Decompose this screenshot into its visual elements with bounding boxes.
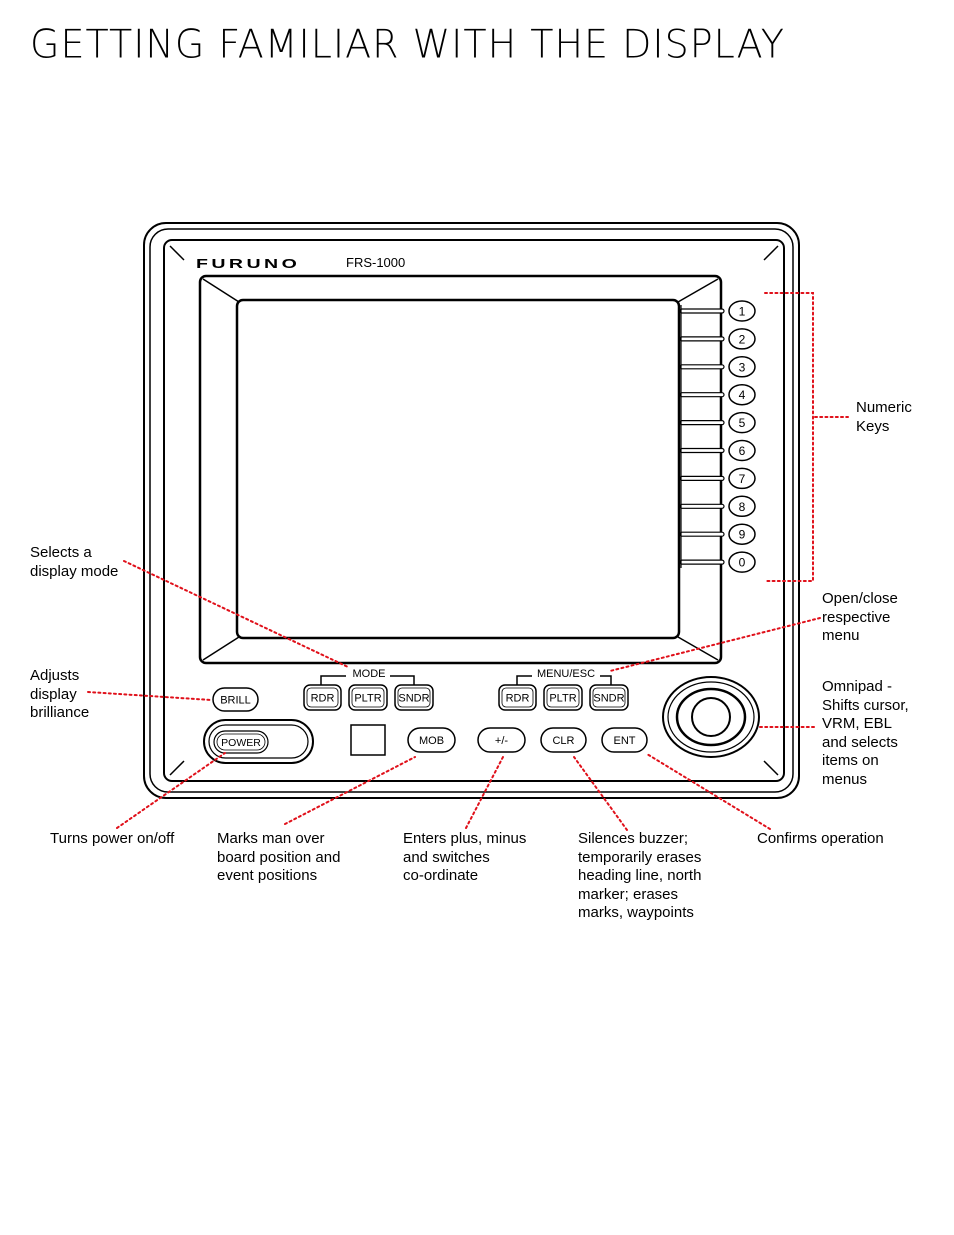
numeric-key-7[interactable]: 7 (728, 467, 756, 490)
screen (235, 298, 681, 640)
svg-text:7: 7 (739, 472, 746, 486)
soft-key-6[interactable] (679, 447, 725, 454)
mob-button[interactable]: MOB (407, 727, 456, 753)
svg-text:9: 9 (739, 528, 746, 542)
clr-callout: Silences buzzer; temporarily erases head… (578, 830, 702, 921)
numeric-key-6[interactable]: 6 (728, 439, 756, 462)
indicator-window (350, 724, 386, 756)
soft-key-8[interactable] (679, 503, 725, 509)
soft-key-5[interactable] (679, 420, 725, 426)
svg-text:2: 2 (739, 332, 746, 346)
svg-text:RDR: RDR (311, 693, 335, 705)
page-title: Getting Familiar with the Display (30, 22, 785, 67)
numeric-key-1[interactable]: 1 (728, 300, 756, 322)
mode-rdr-button[interactable]: RDR (303, 684, 342, 711)
svg-text:SNDR: SNDR (593, 693, 624, 705)
numeric-key-9[interactable]: 9 (728, 523, 756, 545)
numeric-key-0[interactable]: 0 (728, 551, 756, 573)
soft-key-7[interactable] (679, 475, 725, 481)
numeric-key-3[interactable]: 3 (728, 356, 756, 378)
brill-button[interactable]: BRILL (212, 687, 259, 712)
mode-sndr-button[interactable]: SNDR (394, 684, 434, 711)
numeric-keys-callout: Numeric Keys (856, 399, 912, 435)
omnipad[interactable] (662, 676, 760, 758)
leader-display-mode (123, 560, 349, 668)
front-panel (163, 239, 785, 782)
menu-bracket (516, 675, 612, 687)
plus-minus-button[interactable]: +/- (477, 727, 526, 753)
mode-bracket (320, 675, 415, 687)
svg-text:4: 4 (739, 388, 746, 402)
model-label: FRS-1000 (346, 255, 405, 270)
mode-pltr-button[interactable]: PLTR (348, 684, 388, 711)
numeric-key-4[interactable]: 4 (728, 383, 756, 406)
leader-power (116, 752, 226, 829)
power-button[interactable]: POWER (203, 719, 314, 764)
soft-key-4[interactable] (679, 392, 725, 398)
housing-outer (143, 222, 800, 799)
bezel-corners (202, 278, 719, 661)
numeric-keys: 1 2 3 4 5 6 7 8 9 0 (728, 300, 756, 573)
svg-text:8: 8 (739, 500, 746, 514)
brand-logo: FURUNO (196, 256, 300, 271)
svg-text:SNDR: SNDR (398, 693, 429, 705)
menu-pltr-button[interactable]: PLTR (543, 684, 583, 711)
svg-text:MOB: MOB (419, 735, 444, 747)
svg-text:5: 5 (739, 416, 746, 430)
leader-lines (87, 292, 849, 831)
soft-key-2[interactable] (679, 336, 725, 342)
leader-numeric-bracket (764, 292, 814, 582)
svg-text:CLR: CLR (552, 735, 574, 747)
svg-text:PLTR: PLTR (549, 693, 576, 705)
plus-minus-callout: Enters plus, minus and switches co-ordin… (403, 830, 527, 884)
soft-keys (679, 305, 725, 568)
soft-key-1[interactable] (679, 308, 725, 314)
leader-ent (646, 753, 771, 830)
omnipad-callout: Omnipad - Shifts cursor, VRM, EBL and se… (822, 678, 909, 788)
soft-key-3[interactable] (679, 364, 725, 370)
ent-callout: Confirms operation (757, 830, 884, 847)
display-mode-callout: Selects a display mode (30, 544, 119, 580)
numeric-key-5[interactable]: 5 (728, 411, 756, 434)
leader-mob (284, 756, 416, 825)
svg-text:3: 3 (739, 360, 746, 374)
svg-text:ENT: ENT (614, 735, 636, 747)
leader-brilliance (87, 691, 212, 701)
leader-plus-minus (465, 756, 504, 829)
svg-text:1: 1 (739, 305, 746, 319)
svg-text:POWER: POWER (221, 737, 261, 749)
ent-button[interactable]: ENT (601, 727, 648, 753)
soft-key-0[interactable] (679, 559, 725, 565)
soft-key-9[interactable] (679, 531, 725, 537)
numeric-key-8[interactable]: 8 (728, 495, 756, 518)
leader-clr (573, 756, 628, 831)
clr-button[interactable]: CLR (540, 727, 587, 753)
svg-text:+/-: +/- (495, 735, 508, 747)
numeric-key-2[interactable]: 2 (728, 328, 756, 350)
menu-rdr-button[interactable]: RDR (498, 684, 537, 711)
housing-inner (149, 228, 794, 793)
panel-corners (169, 245, 779, 776)
svg-text:0: 0 (739, 556, 746, 570)
svg-text:BRILL: BRILL (220, 695, 251, 707)
menu-group-label: MENU/ESC (537, 668, 595, 680)
menu-sndr-button[interactable]: SNDR (589, 684, 629, 711)
svg-text:RDR: RDR (506, 693, 530, 705)
brilliance-callout: Adjusts display brilliance (30, 667, 90, 721)
mob-callout: Marks man over board position and event … (217, 830, 341, 884)
mode-group-label: MODE (353, 668, 386, 680)
menu-callout: Open/close respective menu (822, 590, 898, 644)
screen-bezel (198, 274, 723, 665)
power-callout: Turns power on/off (50, 830, 175, 847)
leader-menu (609, 617, 821, 672)
svg-text:PLTR: PLTR (354, 693, 381, 705)
svg-text:6: 6 (739, 444, 746, 458)
